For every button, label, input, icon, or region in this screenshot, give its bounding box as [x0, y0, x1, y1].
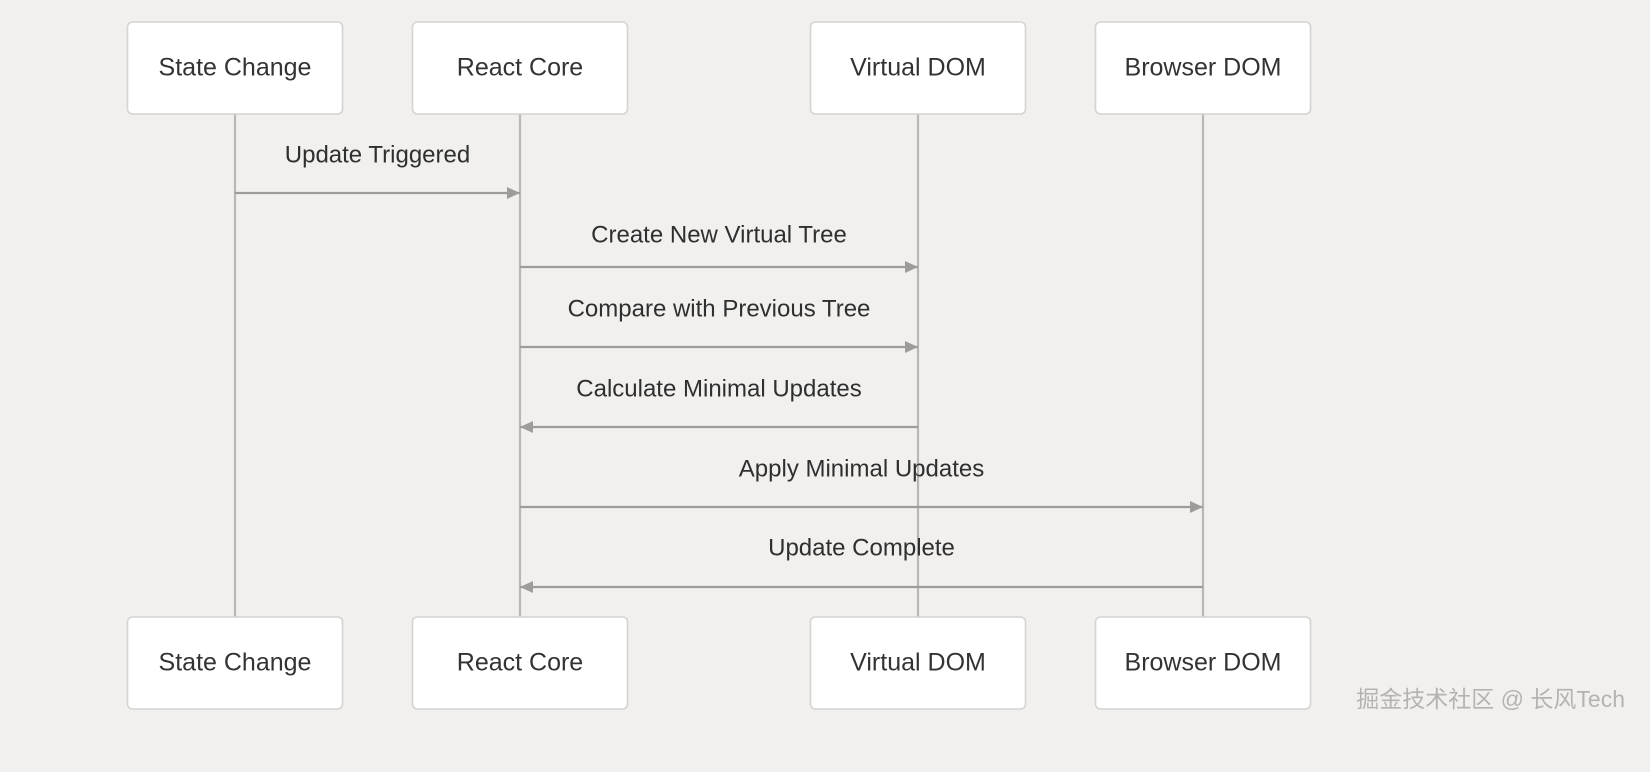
participant-state-change-top[interactable]: State Change [126, 21, 344, 115]
participant-label-react-core-top: React Core [457, 54, 583, 82]
message-label-5: Apply Minimal Updates [739, 455, 984, 482]
participant-box-browser-dom-bottom[interactable] [1094, 616, 1312, 710]
participant-box-browser-dom-top[interactable] [1094, 21, 1312, 115]
participant-box-virtual-dom-bottom[interactable] [809, 616, 1027, 710]
participant-label-state-change-top: State Change [159, 54, 312, 82]
message-label-1: Update Triggered [285, 141, 470, 168]
participant-state-change-bottom[interactable]: State Change [126, 616, 344, 710]
participant-label-virtual-dom-bottom: Virtual DOM [850, 649, 986, 677]
message-label-2: Create New Virtual Tree [591, 221, 847, 248]
participant-label-virtual-dom-top: Virtual DOM [850, 54, 986, 82]
participant-label-react-core-bottom: React Core [457, 649, 583, 677]
participant-label-state-change-bottom: State Change [159, 649, 312, 677]
message-label-3: Compare with Previous Tree [568, 295, 871, 322]
message-5: Apply Minimal Updates [520, 455, 1203, 513]
participant-react-core-bottom[interactable]: React Core [411, 616, 629, 710]
participant-label-browser-dom-top: Browser DOM [1125, 54, 1282, 82]
participant-box-state-change-bottom[interactable] [126, 616, 344, 710]
participant-box-react-core-bottom[interactable] [411, 616, 629, 710]
message-label-6: Update Complete [768, 534, 955, 561]
message-4: Calculate Minimal Updates [520, 375, 918, 433]
participant-virtual-dom-bottom[interactable]: Virtual DOM [809, 616, 1027, 710]
watermark-label: 掘金技术社区 @ 长风Tech [1356, 686, 1625, 712]
message-label-4: Calculate Minimal Updates [576, 375, 861, 402]
message-3: Compare with Previous Tree [520, 295, 918, 353]
participant-virtual-dom-top[interactable]: Virtual DOM [809, 21, 1027, 115]
participant-box-virtual-dom-top[interactable] [809, 21, 1027, 115]
participant-browser-dom-top[interactable]: Browser DOM [1094, 21, 1312, 115]
lifelines-group [233, 114, 1205, 617]
participant-browser-dom-bottom[interactable]: Browser DOM [1094, 616, 1312, 710]
message-1: Update Triggered [235, 141, 520, 199]
participants-top-group: State Change React Core Virtual DOM Browser… [126, 21, 1312, 115]
participant-box-react-core-top[interactable] [411, 21, 629, 115]
participants-bottom-group: State Change React Core Virtual DOM Browser… [126, 616, 1312, 710]
message-2: Create New Virtual Tree [520, 221, 918, 273]
participant-box-state-change-top[interactable] [126, 21, 344, 115]
participant-label-browser-dom-bottom: Browser DOM [1125, 649, 1282, 677]
participant-react-core-top[interactable]: React Core [411, 21, 629, 115]
message-6: Update Complete [520, 534, 1203, 593]
